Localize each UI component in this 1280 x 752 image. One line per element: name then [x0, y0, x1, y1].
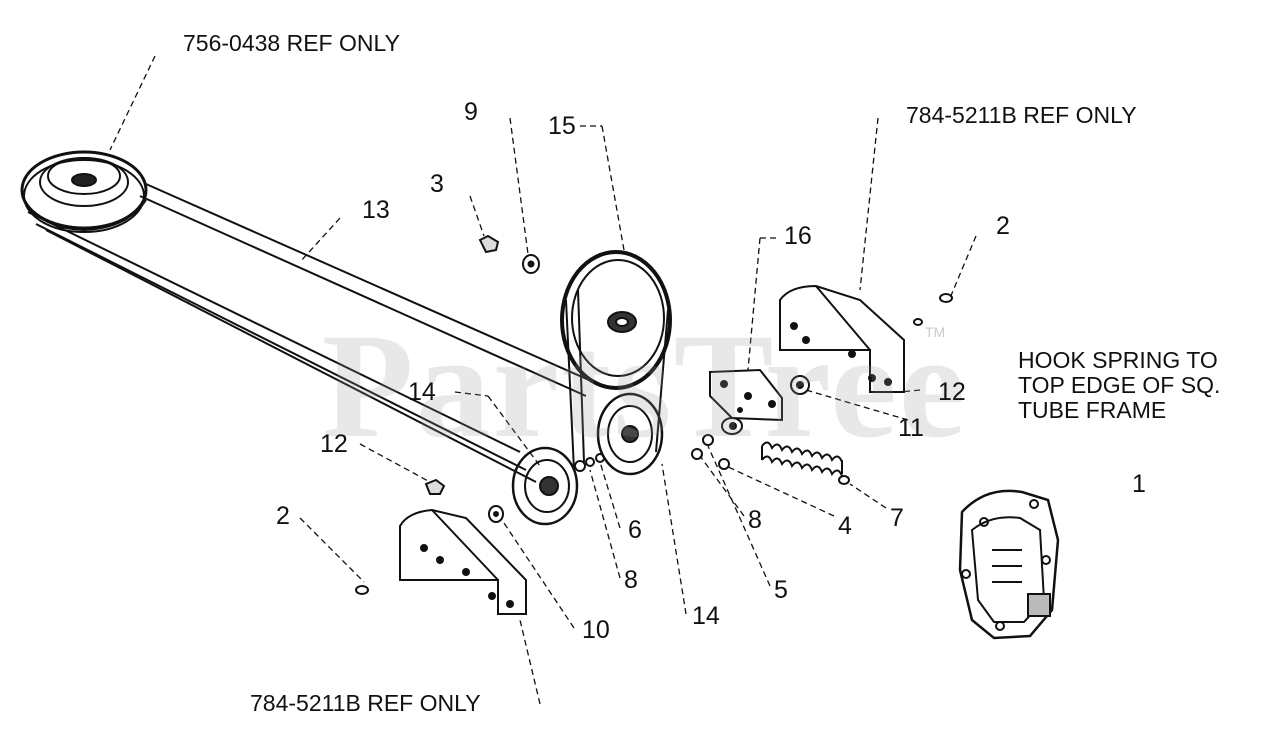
note-line-2: TOP EDGE OF SQ. [1018, 372, 1221, 398]
callout-11: 11 [898, 414, 924, 442]
callout-12-right: 12 [938, 378, 966, 406]
callout-13: 13 [362, 196, 390, 224]
callout-5: 5 [774, 576, 788, 604]
upper-pulley [560, 250, 672, 390]
fasteners [355, 293, 953, 595]
transmission-gearbox [958, 489, 1060, 640]
callout-2-left: 2 [276, 502, 290, 530]
left-side-bracket [399, 478, 527, 615]
callout-12-left: 12 [320, 430, 348, 458]
leader-lines [109, 55, 977, 705]
note-line-3: TUBE FRAME [1018, 397, 1167, 423]
lower-pulley [596, 392, 664, 476]
right-side-bracket [779, 284, 905, 393]
callout-15: 15 [548, 112, 576, 140]
callout-16: 16 [784, 222, 812, 250]
note-line-1: HOOK SPRING TO [1018, 347, 1218, 373]
callout-1: 1 [1132, 470, 1146, 498]
idler-pulley [511, 446, 579, 526]
spring-installation-note: HOOK SPRING TO TOP EDGE OF SQ. TUBE FRAM… [1018, 348, 1220, 423]
callout-8-right: 8 [748, 506, 762, 534]
callout-14-bottom: 14 [692, 602, 720, 630]
callout-14-left: 14 [408, 378, 436, 406]
callout-8-left: 8 [624, 566, 638, 594]
callout-9: 9 [464, 98, 478, 126]
idler-bracket [709, 368, 783, 422]
callout-7: 7 [890, 504, 904, 532]
right-bracket-ref-label: 784-5211B REF ONLY [906, 102, 1137, 128]
engine-pulley [20, 150, 148, 233]
main-drive-belt [27, 183, 599, 483]
callout-3: 3 [430, 170, 444, 198]
callout-10: 10 [582, 616, 610, 644]
engine-pulley-ref-label: 756-0438 REF ONLY [183, 30, 400, 56]
callout-4: 4 [838, 512, 852, 540]
watermark-trademark: TM [925, 324, 946, 340]
small-hardware [478, 234, 810, 472]
tension-spring [761, 441, 843, 477]
secondary-belt [565, 289, 669, 471]
watermark: PartsTree [322, 303, 968, 469]
left-bracket-ref-label: 784-5211B REF ONLY [250, 690, 481, 716]
callout-6: 6 [628, 516, 642, 544]
callout-2-right: 2 [996, 212, 1010, 240]
